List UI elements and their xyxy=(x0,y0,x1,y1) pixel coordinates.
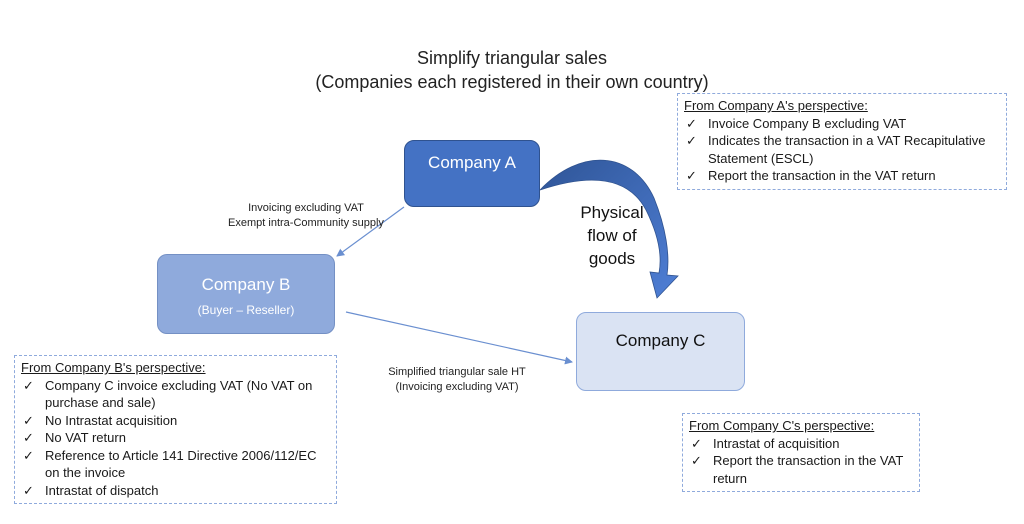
title-line-1: Simplify triangular sales xyxy=(416,48,608,68)
company-c-perspective-note: From Company C's perspective: ✓Intrastat… xyxy=(682,413,920,492)
check-icon: ✓ xyxy=(23,412,34,428)
note-b-heading: From Company B's perspective: xyxy=(21,360,206,375)
check-icon: ✓ xyxy=(23,430,34,445)
check-icon: ✓ xyxy=(691,435,702,451)
company-c-node: Company C xyxy=(576,312,745,391)
note-a-list: ✓Invoice Company B excluding VAT ✓Indica… xyxy=(684,115,1000,185)
note-b-item: ✓Reference to Article 141 Directive 2006… xyxy=(23,447,317,481)
note-a-item: ✓Report the transaction in the VAT retur… xyxy=(686,168,936,183)
edge-label-b-to-c: Simplified triangular sale HT (Invoicing… xyxy=(388,366,526,393)
note-c-item: ✓Intrastat of acquisition xyxy=(691,435,840,451)
note-a-item: ✓Invoice Company B excluding VAT xyxy=(686,115,907,131)
note-b-list: ✓Company C invoice excluding VAT (No VAT… xyxy=(21,377,330,500)
company-a-perspective-note: From Company A's perspective: ✓Invoice C… xyxy=(677,93,1007,190)
check-icon: ✓ xyxy=(686,168,697,183)
note-a-item: ✓Indicates the transaction in a VAT Reca… xyxy=(686,133,986,166)
note-c-item: ✓Report the transaction in the VAT retur… xyxy=(691,453,904,486)
diagram-title: Simplify triangular sales (Companies eac… xyxy=(0,46,1024,94)
check-icon: ✓ xyxy=(691,453,702,468)
note-c-heading: From Company C's perspective: xyxy=(689,418,875,433)
edge-label-a-to-b: Invoicing excluding VAT Exempt intra-Com… xyxy=(228,202,384,229)
company-b-sublabel: (Buyer – Reseller) xyxy=(197,303,295,317)
check-icon: ✓ xyxy=(23,447,34,463)
check-icon: ✓ xyxy=(686,115,697,131)
company-b-node: Company B (Buyer – Reseller) xyxy=(157,254,335,334)
physical-flow-label: Physical flow of goods xyxy=(580,203,644,268)
note-a-heading: From Company A's perspective: xyxy=(684,98,868,113)
company-b-label: Company B xyxy=(201,275,291,294)
note-c-list: ✓Intrastat of acquisition ✓Report the tr… xyxy=(689,435,913,488)
note-b-item: ✓No VAT return xyxy=(23,430,126,445)
note-b-item: ✓Intrastat of dispatch xyxy=(23,482,159,498)
company-a-node: Company A xyxy=(404,140,540,207)
title-line-2: (Companies each registered in their own … xyxy=(315,72,709,92)
connector-a-to-b xyxy=(336,206,405,257)
company-b-perspective-note: From Company B's perspective: ✓Company C… xyxy=(14,355,337,504)
check-icon: ✓ xyxy=(23,377,34,393)
note-b-item: ✓No Intrastat acquisition xyxy=(23,412,178,428)
company-c-label: Company C xyxy=(615,331,706,350)
check-icon: ✓ xyxy=(686,133,697,148)
note-b-item: ✓Company C invoice excluding VAT (No VAT… xyxy=(23,377,313,411)
check-icon: ✓ xyxy=(23,482,34,498)
company-a-label: Company A xyxy=(428,153,516,172)
physical-flow-arrow xyxy=(539,159,679,299)
connector-b-to-c xyxy=(345,311,573,365)
